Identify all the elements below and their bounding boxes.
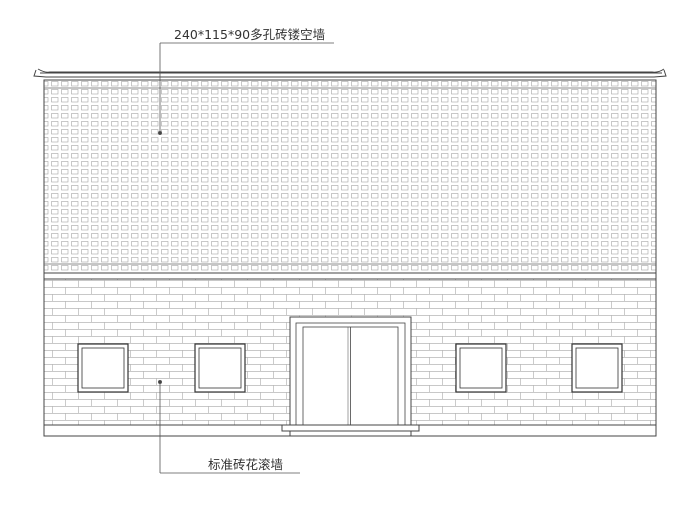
window-1 bbox=[77, 343, 129, 393]
upper-wall-annotation: 240*115*90多孔砖镂空墙 bbox=[174, 27, 325, 42]
entrance-door bbox=[289, 316, 412, 426]
plinth-steps bbox=[43, 424, 657, 437]
upper-perforated-wall bbox=[43, 79, 657, 274]
floor-band bbox=[43, 272, 657, 280]
windows bbox=[77, 343, 623, 393]
lower-wall-annotation: 标准砖花滚墙 bbox=[208, 457, 283, 472]
roof-cornice bbox=[33, 68, 667, 81]
window-2 bbox=[194, 343, 246, 393]
leader-lines bbox=[157, 42, 334, 474]
window-4 bbox=[571, 343, 623, 393]
window-3 bbox=[455, 343, 507, 393]
